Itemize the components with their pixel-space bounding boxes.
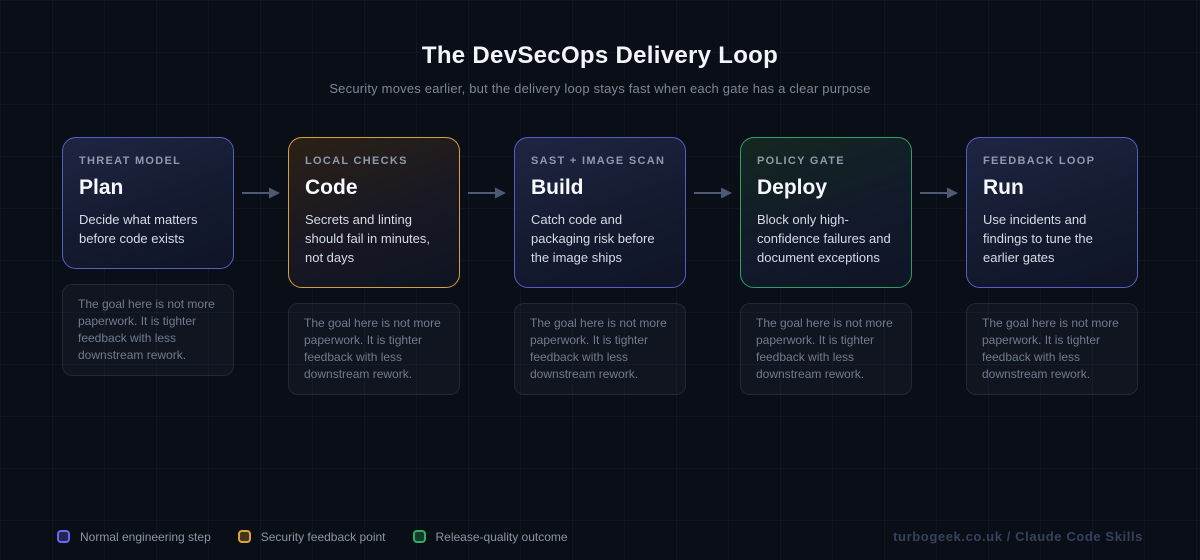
step-description: Use incidents and findings to tune the e… [983,212,1093,265]
step-note: The goal here is not more paperwork. It … [288,302,460,395]
legend-item: Security feedback point [237,529,386,544]
page-subtitle: Security moves earlier, but the delivery… [329,81,871,96]
step-heading: Plan [79,176,124,199]
step-card-build: SAST + IMAGE SCAN Build Catch code and p… [514,137,686,288]
pipeline-step: POLICY GATE Deploy Block only high-confi… [740,137,912,395]
step-heading: Deploy [757,176,828,199]
flow-arrow [234,187,288,199]
legend-swatch-icon [237,530,251,543]
legend-item: Release-quality outcome [412,529,568,544]
step-gate-label: FEEDBACK LOOP [983,155,1096,167]
flow-arrow [912,187,966,199]
legend-item: Normal engineering step [57,530,211,544]
step-heading: Build [531,176,584,199]
pipeline-step: SAST + IMAGE SCAN Build Catch code and p… [514,137,686,395]
step-description: Decide what matters before code exists [79,212,198,246]
arrow-right-icon [920,187,958,199]
arrow-right-icon [242,187,280,199]
flow-arrow [460,187,514,199]
step-gate-label: THREAT MODEL [79,155,182,167]
step-heading: Run [983,176,1024,199]
arrow-right-icon [468,187,506,199]
step-card-run: FEEDBACK LOOP Run Use incidents and find… [966,137,1138,288]
step-description: Catch code and packaging risk before the… [531,212,655,265]
pipeline-flow: THREAT MODEL Plan Decide what matters be… [0,137,1200,395]
pipeline-step: THREAT MODEL Plan Decide what matters be… [62,137,234,376]
footer: Normal engineering step Security feedbac… [57,529,1143,544]
step-note: The goal here is not more paperwork. It … [514,302,686,395]
step-card-code: LOCAL CHECKS Code Secrets and linting sh… [288,137,460,288]
step-description: Secrets and linting should fail in minut… [305,212,431,265]
step-gate-label: POLICY GATE [757,155,845,167]
legend: Normal engineering step Security feedbac… [57,530,568,544]
pipeline-step: FEEDBACK LOOP Run Use incidents and find… [966,137,1138,395]
step-card-plan: THREAT MODEL Plan Decide what matters be… [62,137,234,269]
step-card-deploy: POLICY GATE Deploy Block only high-confi… [740,137,912,288]
step-description: Block only high-confidence failures and … [757,212,891,265]
page-title: The DevSecOps Delivery Loop [421,42,779,69]
attribution: turbogeek.co.uk / Claude Code Skills [893,529,1143,544]
pipeline-step: LOCAL CHECKS Code Secrets and linting sh… [288,137,460,395]
step-note: The goal here is not more paperwork. It … [740,302,912,395]
legend-swatch-icon [412,530,426,543]
flow-arrow [686,187,740,199]
step-note: The goal here is not more paperwork. It … [966,302,1138,395]
step-heading: Code [305,176,358,199]
step-gate-label: SAST + IMAGE SCAN [531,155,666,167]
legend-item-label: Release-quality outcome [435,529,568,544]
step-gate-label: LOCAL CHECKS [305,155,408,167]
arrow-right-icon [694,187,732,199]
legend-swatch-icon [57,530,70,543]
step-note: The goal here is not more paperwork. It … [62,283,234,376]
header: The DevSecOps Delivery Loop Security mov… [0,0,1200,96]
legend-item-label: Security feedback point [260,529,386,544]
legend-item-label: Normal engineering step [80,529,211,544]
